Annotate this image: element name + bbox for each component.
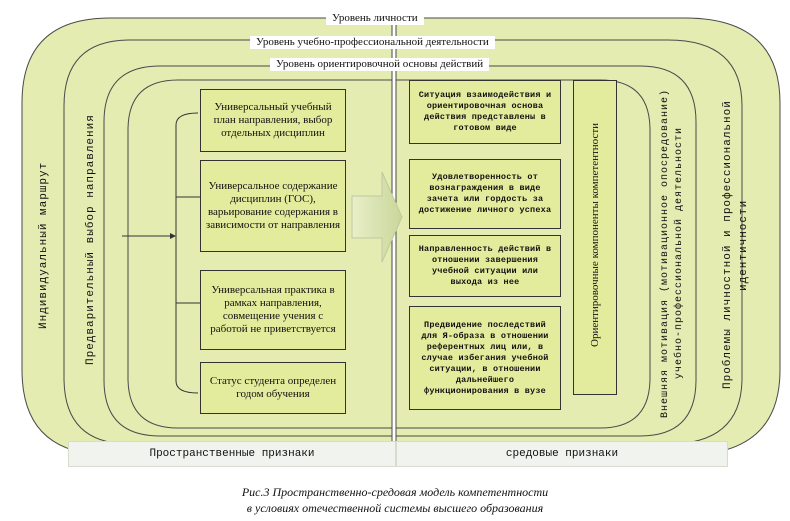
individual-route-label: Индивидуальный маршрут xyxy=(38,161,50,329)
left-box-status: Статус студента определен годом обучения xyxy=(200,362,346,414)
left-box-curriculum: Универсальный учебный план направления, … xyxy=(200,89,346,152)
external-motivation-label: Внешняя мотивация (мотивационное опосред… xyxy=(660,88,685,418)
identity-problems-label: Проблемы личностной и профессиональной и… xyxy=(722,100,750,390)
right-box-direction: Направленность действий в отношении заве… xyxy=(409,235,561,297)
spatial-features-label: Пространственные признаки xyxy=(68,441,396,467)
environmental-features-label: средовые признаки xyxy=(396,441,728,467)
orienting-components-box xyxy=(573,80,617,395)
right-box-satisfaction: Удовлетворенность от вознаграждения в ви… xyxy=(409,159,561,229)
figure-caption-line1: Рис.3 Пространственно-средовая модель ко… xyxy=(241,485,549,499)
figure-caption-line2: в условиях отечественной системы высшего… xyxy=(246,501,544,515)
level-personality-label: Уровень личности xyxy=(326,12,424,25)
level-educational-label: Уровень учебно-профессиональной деятельн… xyxy=(250,36,495,49)
left-box-content: Универсальное содержание дисциплин (ГОС)… xyxy=(200,160,346,252)
left-box-practice: Универсальная практика в рамках направле… xyxy=(200,270,346,350)
level-orienting-label: Уровень ориентировочной основы действий xyxy=(270,58,490,71)
right-box-situation: Ситуация взаимодействия и ориентировочна… xyxy=(409,80,561,144)
preliminary-choice-label: Предварительный выбор направления xyxy=(85,114,97,366)
right-box-anticipation: Предвидение последствий для Я-образа в о… xyxy=(409,306,561,410)
orienting-components-label: Ориентировочные компоненты компетентност… xyxy=(589,122,601,348)
